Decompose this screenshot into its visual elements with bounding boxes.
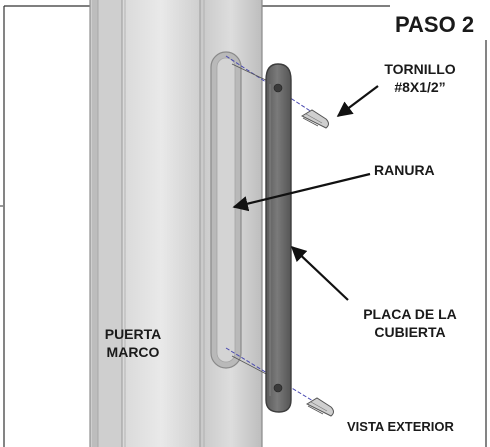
door-frame-profile — [89, 0, 263, 447]
plate-label: PLACA DE LA CUBIERTA — [340, 305, 480, 341]
screw-label-line-2: #8X1/2” — [394, 79, 446, 95]
cover-plate — [265, 63, 292, 413]
slot-label: RANURA — [374, 162, 435, 178]
frame-label-line-2: MARCO — [106, 344, 160, 360]
leader-arrows — [232, 85, 379, 301]
screw-hole-icon — [273, 83, 283, 93]
plate-label-line-2: CUBIERTA — [374, 324, 446, 340]
slot — [210, 51, 242, 369]
frame-label: PUERTA MARCO — [93, 325, 173, 361]
screw-hole-icon — [273, 383, 283, 393]
plate-label-line-1: PLACA DE LA — [363, 306, 457, 322]
step-title: PASO 2 — [395, 12, 475, 37]
screw-top — [300, 109, 329, 129]
screw-label-line-1: TORNILLO — [384, 61, 456, 77]
screw-bottom — [305, 397, 334, 417]
frame-label-line-1: PUERTA — [104, 326, 162, 342]
screw-label: TORNILLO #8X1/2” — [368, 60, 472, 96]
view-label: VISTA EXTERIOR — [347, 419, 454, 434]
